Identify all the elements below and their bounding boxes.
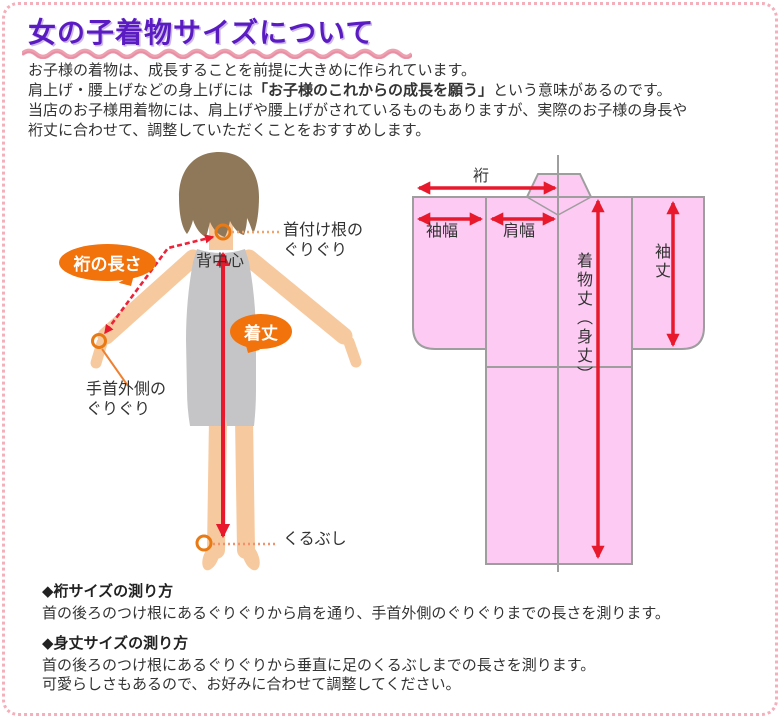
wrist-label-leader <box>101 348 129 387</box>
figure-right-hand <box>343 336 362 368</box>
mitake-measure-text-1: 首の後ろのつけ根にあるぐりぐりから垂直に足のくるぶしまでの長さを測ります。 <box>42 657 596 674</box>
figure-right-arm <box>240 249 353 345</box>
kimono-diagram <box>412 155 705 572</box>
yuki-measure-text: 首の後ろのつけ根にあるぐりぐりから肩を通り、手首外側のぐりぐりまでの長さを測りま… <box>42 605 670 622</box>
yuki-measure-arrow <box>103 234 215 335</box>
kimono-length-label: 着物丈（身丈） <box>574 252 591 385</box>
intro-line-3: 当店のお子様用着物には、肩上げや腰上げがされているものもありますが、実際のお子様… <box>28 102 688 119</box>
child-figure-illustration <box>90 152 362 571</box>
sleeve-length-label: 袖丈 <box>652 243 669 281</box>
ankle-marker <box>195 534 213 552</box>
figure-left-leg <box>207 409 227 559</box>
mitake-measure-text-2: 可愛らしさもあるので、お好みに合わせて調整してください。 <box>42 676 461 693</box>
yuki-length-bubble: 裄の長さ <box>59 244 156 281</box>
title-underline-wave <box>22 48 412 59</box>
wrist-bump-label: 手首外側の ぐりぐり <box>86 381 167 418</box>
figure-hair <box>179 152 259 237</box>
neck-bump-marker <box>214 223 232 241</box>
intro-line-4: 裄丈に合わせて、調整していただくことをおすすめします。 <box>28 122 431 139</box>
shoulder-width-label: 肩幅 <box>503 223 536 240</box>
intro-line-1: お子様の着物は、成長することを前提に大きめに作られています。 <box>28 62 477 79</box>
yuki-measure-heading: ◆裄サイズの測り方 <box>42 583 174 600</box>
neck-bump-label: 首付け根の ぐりぐり <box>283 222 364 259</box>
wrist-bump-marker <box>91 333 107 349</box>
figure-right-foot <box>242 543 260 571</box>
mitake-measure-section: ◆身丈サイズの測り方 首の後ろのつけ根にあるぐりぐりから垂直に足のくるぶしまでの… <box>42 634 670 694</box>
sleeve-width-label: 袖幅 <box>426 223 459 240</box>
yuki-measure-section: ◆裄サイズの測り方 首の後ろのつけ根にあるぐりぐりから肩を通り、手首外側のぐりぐ… <box>42 582 670 623</box>
kitake-bubble: 着丈 <box>230 314 292 349</box>
intro-paragraph: お子様の着物は、成長することを前提に大きめに作られています。 肩上げ・腰上げなど… <box>28 61 687 141</box>
back-center-label: 背中心 <box>196 253 245 270</box>
yuki-label: 裄 <box>473 168 490 185</box>
page-title: 女の子着物サイズについて <box>28 17 375 48</box>
measuring-instructions: ◆裄サイズの測り方 首の後ろのつけ根にあるぐりぐりから肩を通り、手首外側のぐりぐ… <box>42 582 670 705</box>
intro-line-2: 肩上げ・腰上げなどの身上げには「お子様のこれからの成長を願う」という意味があるの… <box>28 82 672 99</box>
kimono-left-sleeve <box>412 196 487 350</box>
mitake-measure-heading: ◆身丈サイズの測り方 <box>42 635 189 652</box>
ankle-label: くるぶし <box>283 531 347 548</box>
figure-right-leg <box>235 409 255 559</box>
